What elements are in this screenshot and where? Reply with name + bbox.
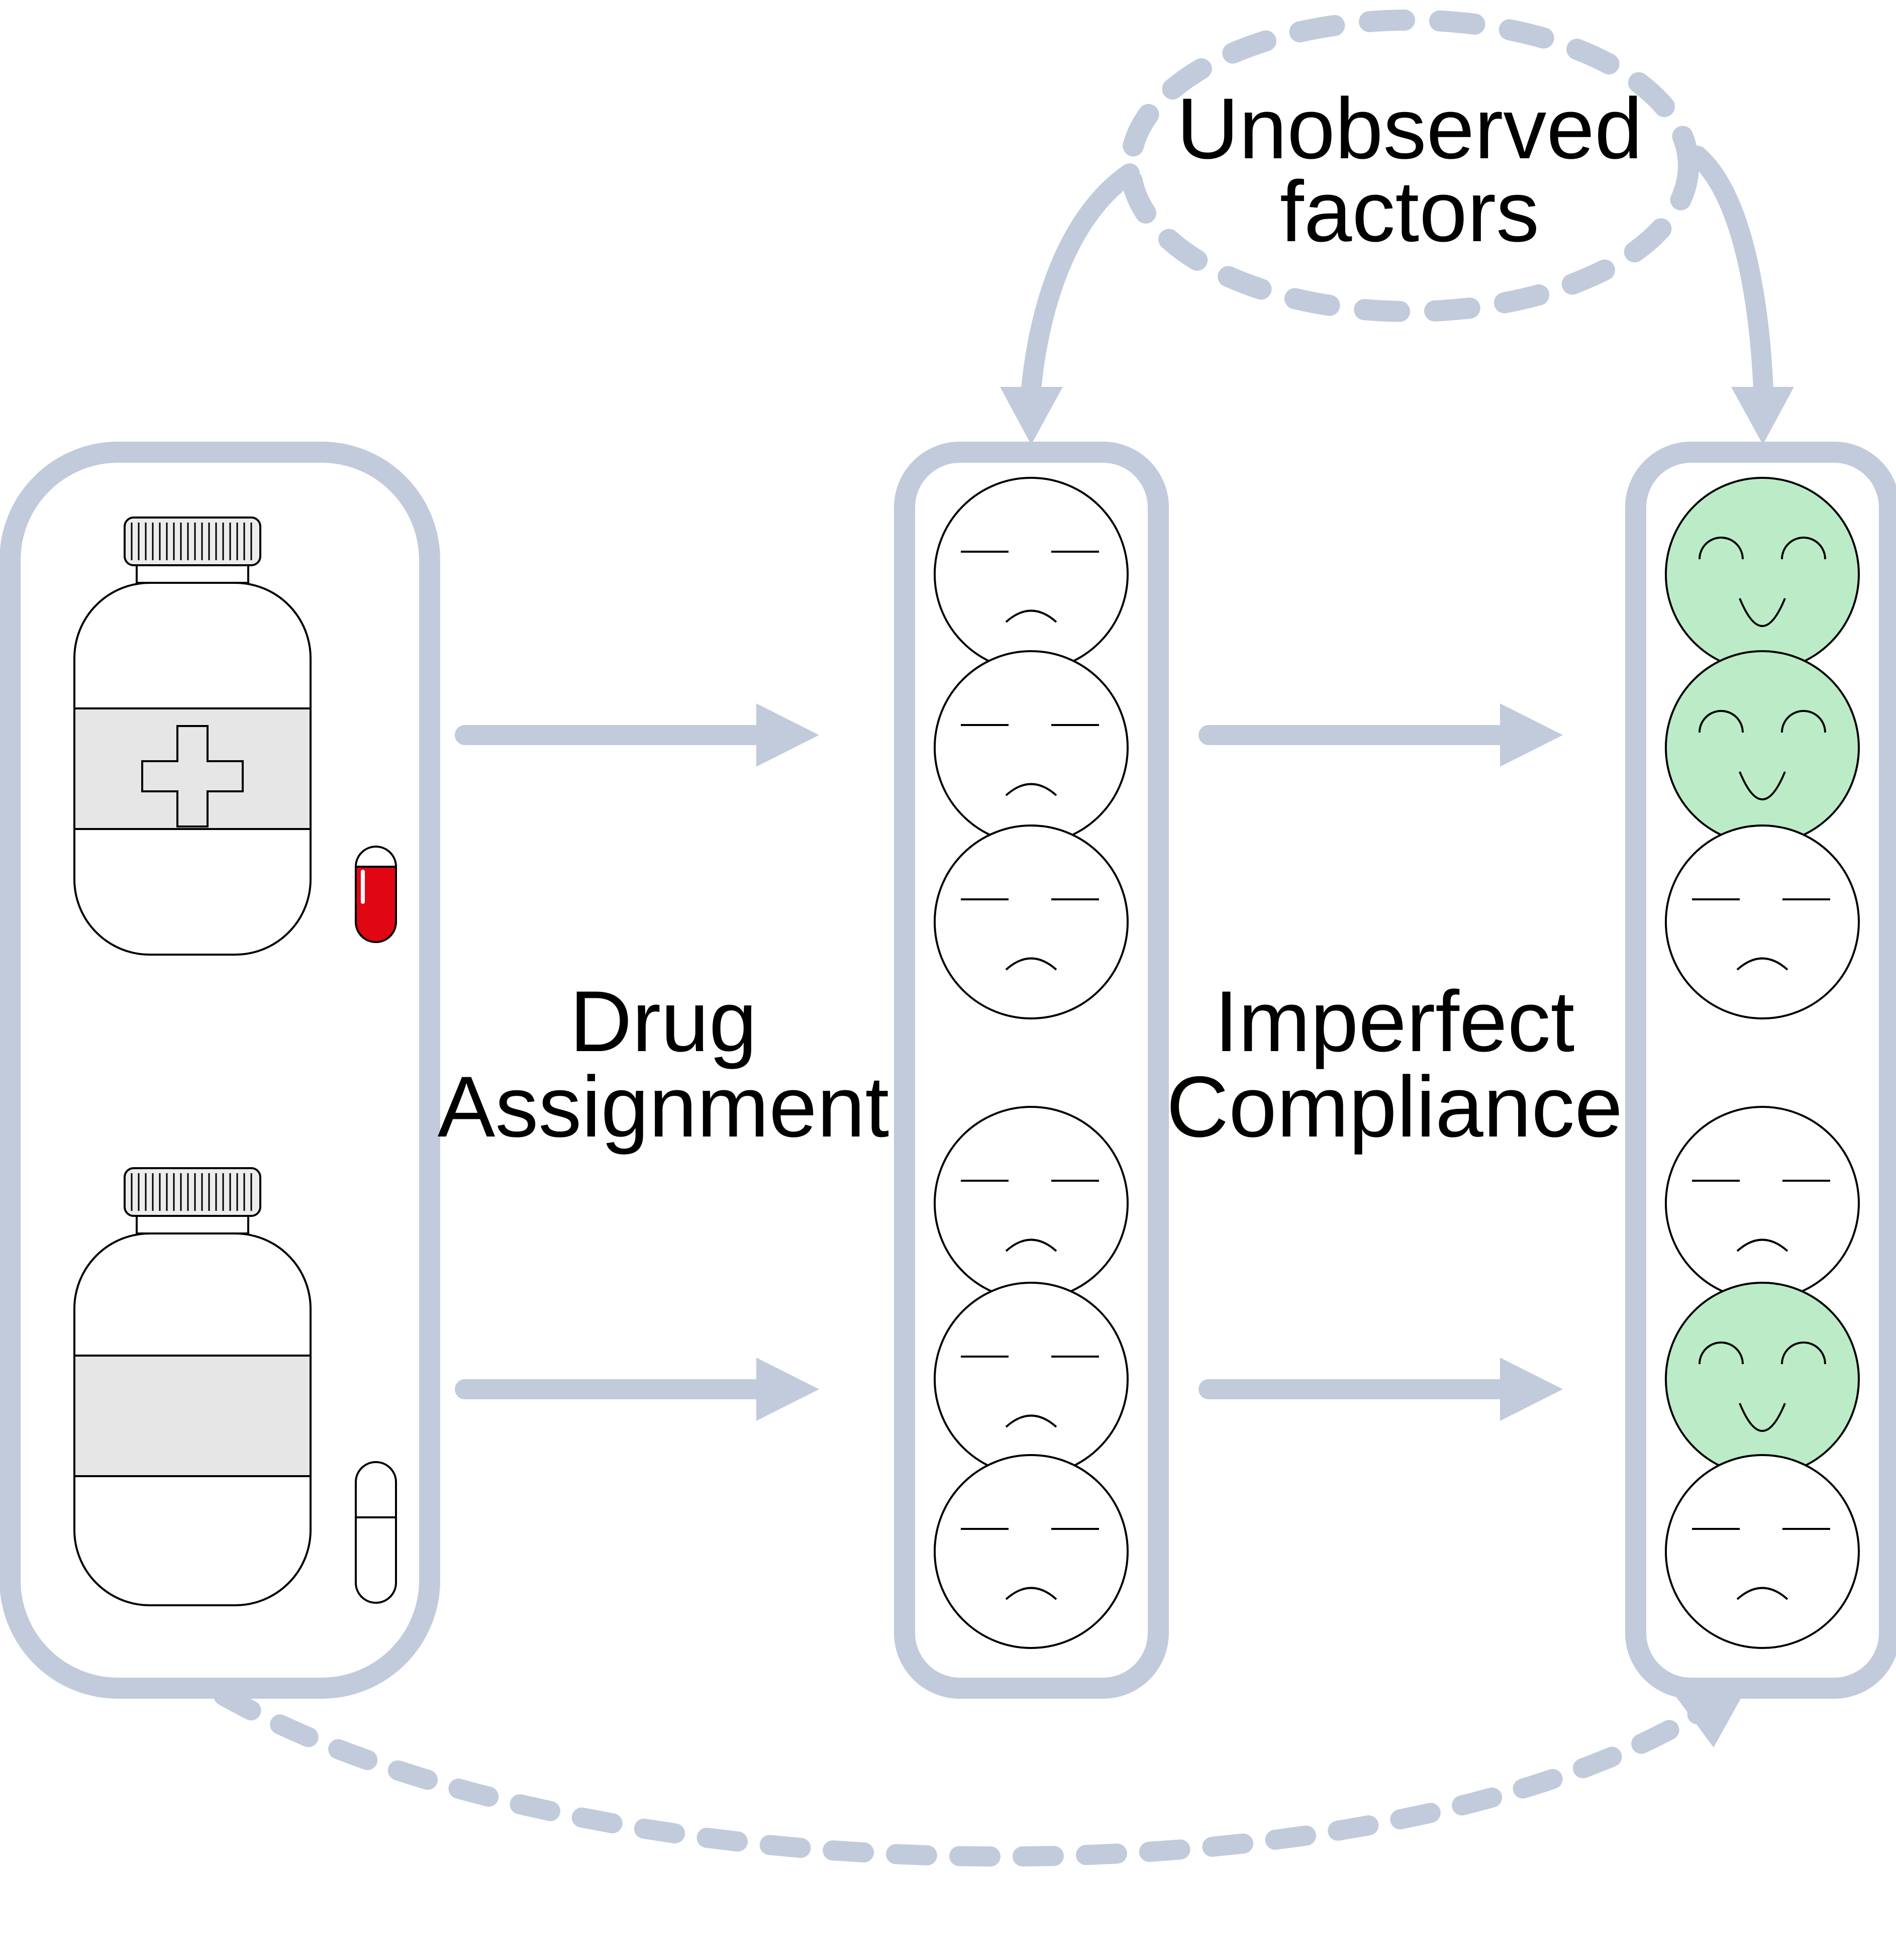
sad-face-icon: [934, 1282, 1129, 1477]
confounder-arrow-to-assigned: [1000, 163, 1140, 445]
happy-face-icon: [1665, 650, 1860, 845]
red-capsule-icon: [355, 846, 397, 943]
sad-face-icon: [1665, 1454, 1860, 1649]
imperfect-label-line1: Imperfect: [1215, 973, 1575, 1070]
sad-face-icon: [1665, 824, 1860, 1019]
outcome-patient-faces: [1665, 477, 1860, 1649]
imperfect-label-line2: Compliance: [1166, 1059, 1623, 1155]
compliance-arrow-treatment: [1199, 703, 1563, 767]
assigned-patient-faces: [934, 477, 1129, 1649]
sad-face-icon: [934, 824, 1129, 1019]
sad-face-icon: [1665, 1106, 1860, 1301]
compliance-arrow-control: [1199, 1358, 1563, 1421]
happy-face-icon: [1665, 477, 1860, 672]
unobserved-label-line2: factors: [1280, 163, 1539, 260]
sad-face-icon: [934, 650, 1129, 845]
unobserved-label-line1: Unobserved: [1176, 80, 1642, 177]
placebo-bottle-icon: [73, 1167, 312, 1606]
unobserved-factors-node: Unobserved factors: [1120, 10, 1699, 322]
drug-label-line2: Assignment: [438, 1059, 889, 1155]
direct-effect-dashed-arrow: [214, 1686, 1744, 1867]
assigned-patients-box: [894, 442, 1169, 1699]
drug-label-line1: Drug: [570, 973, 757, 1070]
happy-face-icon: [1665, 1282, 1860, 1477]
sad-face-icon: [934, 1106, 1129, 1301]
confounder-arrow-to-outcome: [1687, 146, 1794, 445]
medicine-bottle-with-cross-icon: [73, 517, 312, 956]
assignment-arrow-treatment: [455, 703, 819, 767]
sad-face-icon: [934, 1454, 1129, 1649]
outcome-patients-box: [1625, 442, 1896, 1699]
white-capsule-icon: [355, 1461, 397, 1604]
sad-face-icon: [934, 477, 1129, 672]
assignment-arrow-control: [455, 1358, 819, 1421]
